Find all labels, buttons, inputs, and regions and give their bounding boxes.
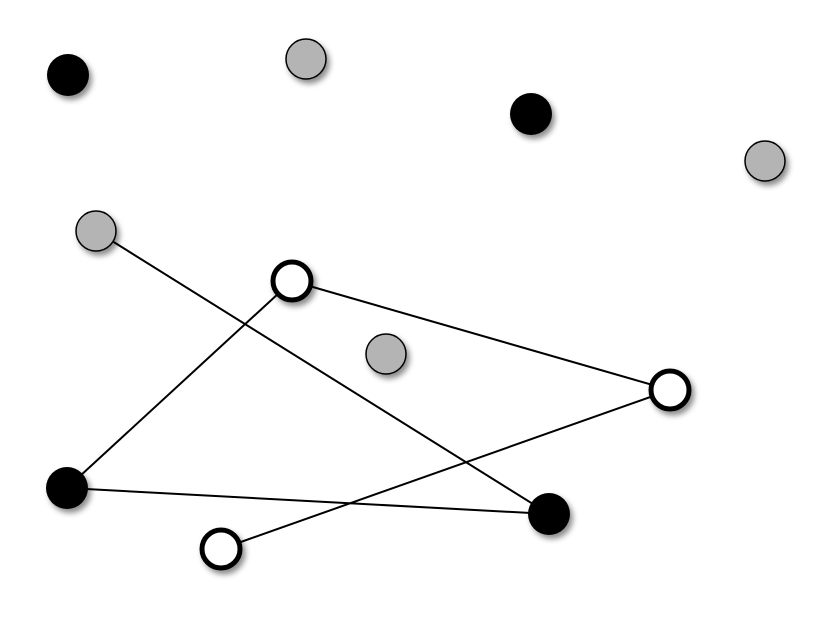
edge-n6-n9 (66, 280, 293, 489)
node-white-n6 (270, 259, 314, 303)
node-gray-n5 (75, 210, 117, 252)
node-gray-n7 (365, 333, 407, 375)
nodes-layer (46, 38, 786, 571)
edge-n5-n10 (95, 230, 550, 515)
node-white-n8 (648, 368, 692, 412)
node-black-n9 (46, 467, 88, 509)
node-gray-n2 (285, 38, 327, 80)
edge-n9-n10 (66, 487, 550, 515)
node-black-n10 (528, 493, 570, 535)
edge-n6-n8 (291, 280, 671, 391)
node-black-n3 (510, 93, 552, 135)
node-gray-n4 (744, 140, 786, 182)
node-white-n11 (199, 527, 243, 571)
edges-layer (66, 230, 671, 550)
edge-n8-n11 (220, 389, 671, 550)
node-black-n1 (47, 54, 89, 96)
